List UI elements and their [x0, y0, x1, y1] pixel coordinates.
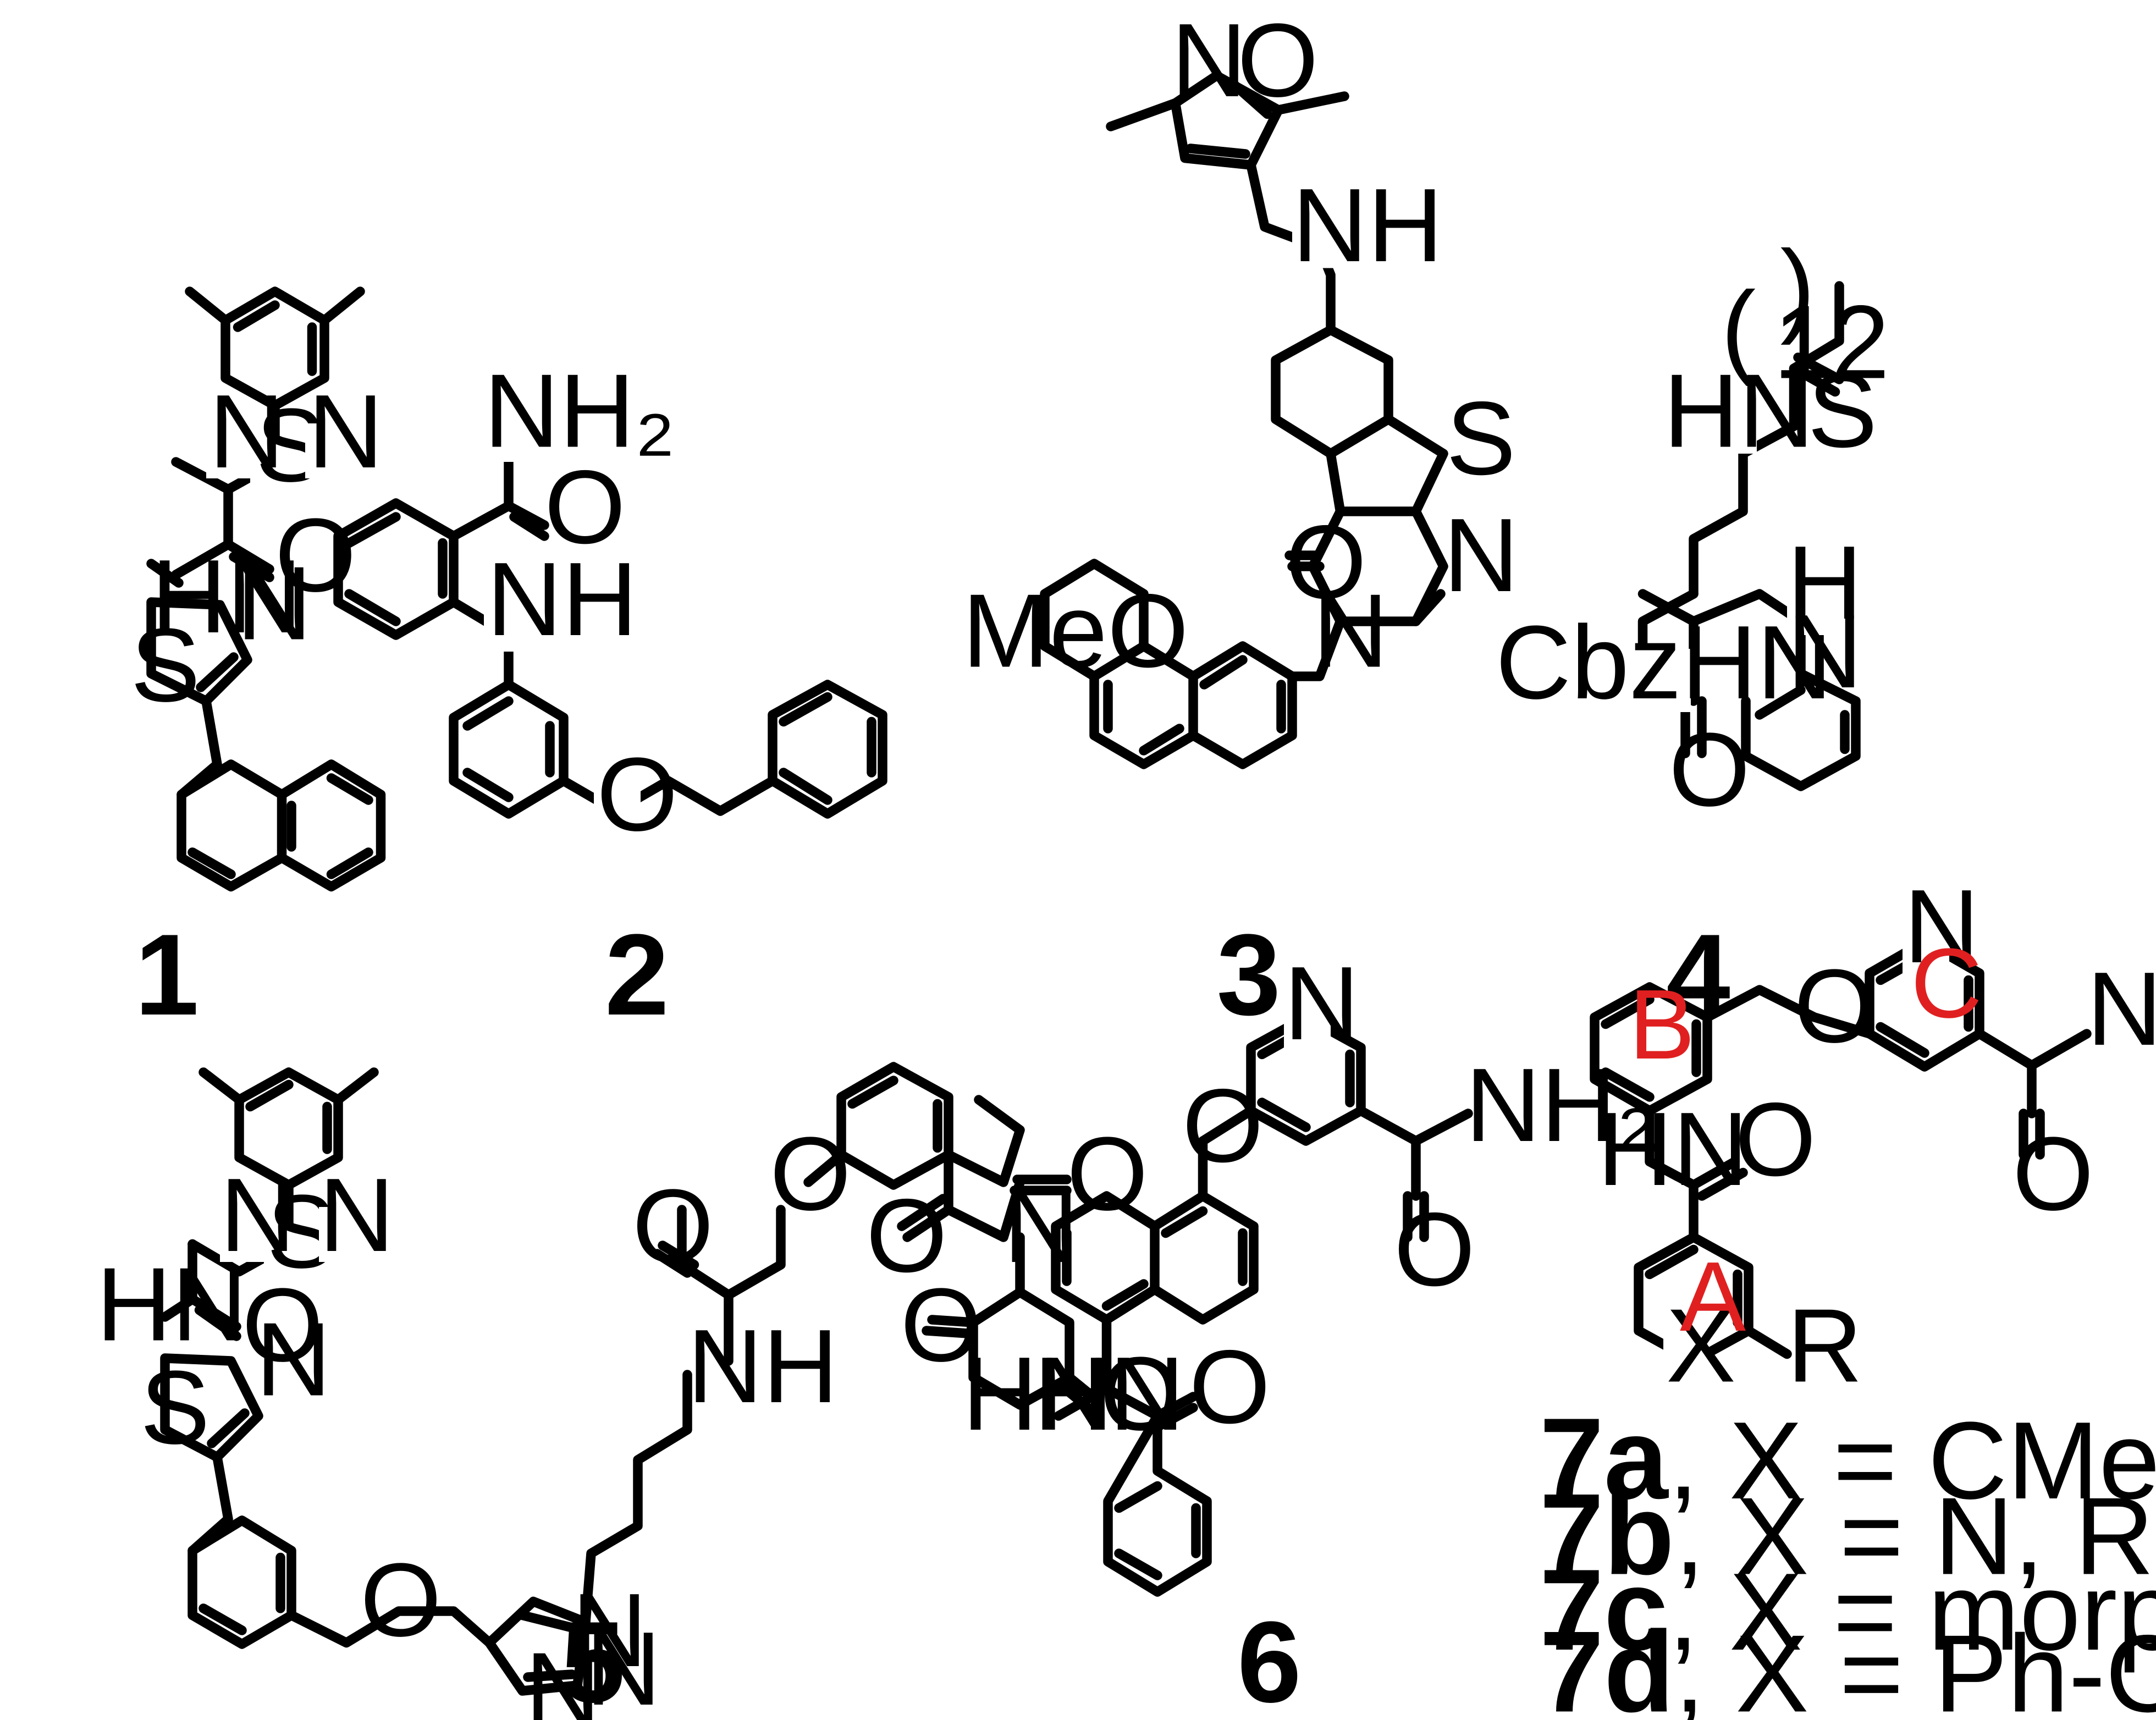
s-atom: S [140, 1349, 210, 1466]
o-atom: O [1669, 712, 1750, 828]
legend-7a: 7a, X = CMe, R = NO₂ [1540, 1394, 2156, 1523]
r-atom: R [1787, 1288, 1862, 1404]
o-atom: O [1286, 504, 1367, 621]
n-atom: N [220, 1157, 295, 1274]
o-atom: O [1394, 1192, 1475, 1308]
n-atom: N [1443, 497, 1519, 614]
ring-label-b: B [1629, 969, 1695, 1080]
n-atom: N [1904, 868, 1979, 985]
compound-3: NH N O S N O N MeO 3 [962, 2, 1519, 1039]
compound-4: HN S ( ) 12 CbzHN H N O 4 [1496, 229, 1889, 1040]
o-atom: O [597, 736, 678, 853]
o-atom: O [632, 1168, 714, 1285]
n-atom: N [236, 545, 312, 662]
s-atom: S [1446, 381, 1516, 497]
o-atom: O [901, 1267, 982, 1383]
compound-5: S N N HN O S N O N N N NH O O O O N O HN… [96, 1062, 1181, 1720]
n-atom: N [1787, 593, 1862, 710]
hn-atom: HN [1034, 1336, 1184, 1452]
o-atom: O [1182, 1068, 1264, 1184]
o-atom: O [770, 1116, 851, 1232]
o-atom: O [1189, 1329, 1271, 1446]
s-atom: S [1808, 353, 1878, 470]
compound-label-3: 3 [1217, 910, 1281, 1039]
o-atom: O [360, 1542, 442, 1658]
cbzhn-atom: CbzHN [1496, 604, 1832, 721]
o-atom: O [1237, 2, 1319, 119]
s-atom: S [131, 607, 201, 724]
nh2-atom: NH₂ [484, 353, 675, 470]
o-atom: O [544, 449, 626, 566]
paren-open: ( [1721, 271, 1756, 387]
compound-1: S N N HN O S N 1 [131, 286, 386, 1039]
o-atom: O [1735, 1082, 1816, 1198]
ring-label-a: A [1680, 1242, 1746, 1352]
o-atom: O [2012, 1116, 2094, 1232]
x-atom: X [1666, 1288, 1736, 1404]
n-atom: N [1171, 2, 1247, 119]
compound-2: NH₂ O NH O 2 [333, 353, 887, 1039]
n-atom: N [256, 1302, 331, 1418]
nh2-atom: NH₂ [2087, 951, 2156, 1067]
hn-atom: HN [96, 1247, 247, 1363]
repeat-count: 12 [1773, 284, 1889, 401]
nh2-atom: NH₂ [1465, 1047, 1657, 1164]
hn-atom: HN [1597, 1091, 1748, 1208]
nh-atom: NH [687, 1308, 838, 1425]
n-atom: N [308, 373, 383, 490]
n-atom: N [1313, 573, 1388, 690]
n-atom: N [209, 373, 284, 490]
n-atom: N [525, 1631, 600, 1720]
o-atom: O [1794, 948, 1876, 1065]
paren-close: ) [1780, 229, 1815, 346]
nh-atom: NH [1292, 167, 1443, 284]
n-atom: N [586, 1611, 661, 1720]
n-atom: N [319, 1157, 394, 1274]
legend-7c: 7c, X = morpholino-C, R =H [1540, 1545, 2156, 1674]
h-atom: H [1787, 525, 1862, 641]
ring-label-c: C [1911, 928, 1982, 1039]
compound-7: N O NH₂ O HN O X R C B A 7a, X = CMe, R … [1540, 868, 2156, 1720]
meo-atom: MeO [962, 573, 1189, 690]
compound-label-1: 1 [135, 910, 199, 1039]
n-atom: N [1284, 945, 1359, 1062]
compound-label-5: 5 [561, 1597, 625, 1720]
hn-atom: HN [151, 538, 302, 655]
hn-atom: HN [1663, 353, 1814, 470]
legend-7b: 7b, X = N, R = H [1540, 1470, 2156, 1599]
o-atom: O [242, 1267, 323, 1383]
compound-label-2: 2 [605, 910, 669, 1039]
compound-6: N O NH₂ O HN O 6 [1034, 945, 1657, 1720]
compound-label-6: 6 [1237, 1597, 1302, 1720]
o-atom: O [866, 1178, 947, 1294]
legend-7d: 7d, X = Ph-C, R =H [1540, 1607, 2156, 1720]
nh-atom: NH [487, 541, 637, 658]
n-atom: N [572, 1572, 647, 1689]
